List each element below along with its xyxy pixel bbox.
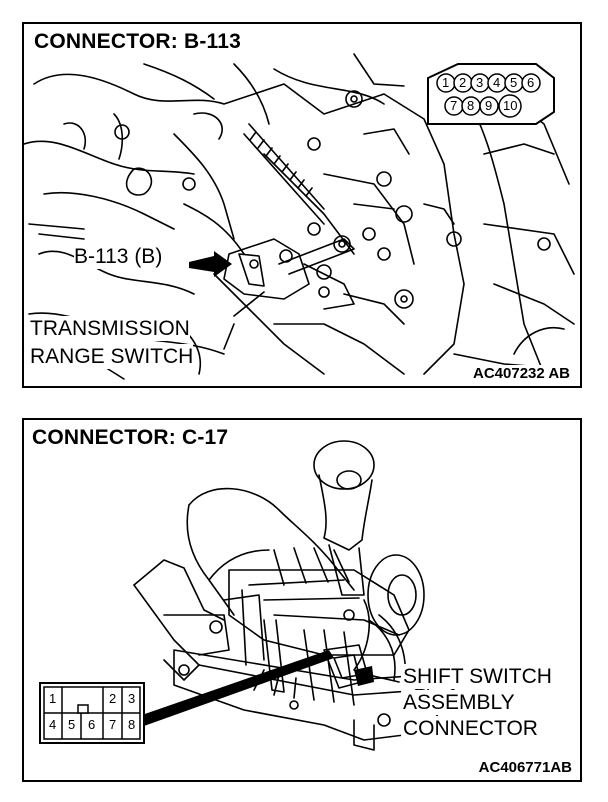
figure-code: AC406771AB	[478, 759, 572, 776]
callout-b113-label: B-113 (B)	[74, 244, 163, 269]
connector-c17-pins-row1: 1 2 3	[44, 691, 140, 709]
panel-title: CONNECTOR: C-17	[32, 426, 229, 449]
pin-label: 2	[109, 691, 117, 706]
pin-label: 3	[476, 75, 484, 90]
pin-label: 5	[510, 75, 518, 90]
part-label-line2: RANGE SWITCH	[30, 344, 194, 369]
pin-label: 4	[49, 717, 57, 732]
transmission-line-drawing	[24, 53, 575, 380]
pin-label: 1	[442, 75, 450, 90]
pointer-wedge-icon	[139, 650, 334, 726]
pointer-arrow-icon	[189, 251, 232, 277]
pin-label: 8	[128, 717, 136, 732]
panel-title: CONNECTOR: B-113	[32, 30, 246, 54]
pin-label: 5	[68, 717, 76, 732]
pin-label: 4	[493, 75, 501, 90]
pin-label: 1	[49, 691, 57, 706]
connector-c17-pins-row2: 4 5 6 7 8	[44, 717, 140, 735]
part-label-line3: CONNECTOR	[401, 716, 538, 741]
pin-label: 7	[109, 717, 117, 732]
connector-b113-panel: 1 2 3 4 5 6 7 8 9 10 CONNECTOR: B-113 B-…	[22, 22, 582, 388]
connector-b113-pins-row1: 1 2 3 4 5 6	[428, 75, 540, 93]
part-label-line2: ASSEMBLY	[401, 690, 515, 715]
connector-highlight-icon	[354, 666, 374, 686]
pin-label: 7	[450, 98, 458, 113]
pin-label: 9	[485, 98, 493, 113]
part-label-line1: SHIFT SWITCH	[401, 664, 552, 689]
part-label-line1: TRANSMISSION	[30, 316, 190, 341]
pin-label: 6	[527, 75, 535, 90]
connector-c17-face-icon	[39, 682, 145, 744]
pin-label: 3	[128, 691, 136, 706]
connector-b113-pins-row2: 7 8 9 10	[428, 98, 540, 116]
pin-label: 10	[503, 98, 518, 113]
figure-code: AC407232 AB	[471, 365, 572, 382]
pin-label: 2	[459, 75, 467, 90]
pin-label: 6	[88, 717, 96, 732]
pin-label: 8	[467, 98, 475, 113]
connector-b113-face-icon	[427, 63, 555, 125]
shift-lever-line-drawing	[39, 440, 455, 751]
connector-c17-panel: 1 2 3 4 5 6 7 8 CONNECTOR: C-17 SHIFT SW…	[22, 418, 582, 782]
